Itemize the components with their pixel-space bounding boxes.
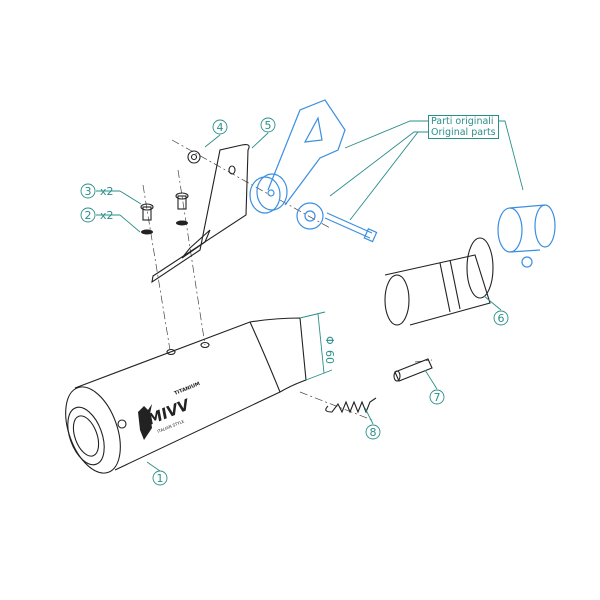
screws [140,192,189,235]
logo-sub: TITANIUM [174,381,202,397]
logo: MIVV TITANIUM ITALIAN STYLE [138,381,201,440]
original-parts-note: Parti originali Original parts [428,115,499,139]
link-pipe [384,237,494,326]
svg-text:5: 5 [265,119,272,132]
bracket [151,144,250,284]
muffler: MIVV TITANIUM ITALIAN STYLE [65,317,307,474]
note-line-italian: Parti originali [431,116,494,127]
dimension-symbol: Φ [323,336,336,345]
callouts: 1 2 x2 3 x2 4 5 6 7 8 [80,117,509,486]
axis-lines [142,139,433,421]
callout-3: 3 x2 [80,183,114,199]
svg-text:3: 3 [85,185,92,198]
diameter-dimension: Φ 60 [299,311,336,381]
callout-1: 1 [152,470,168,486]
callout-7: 7 [429,389,445,405]
svg-text:4: 4 [217,121,224,134]
svg-text:2: 2 [85,209,92,222]
spring [325,397,377,414]
callout-6: 6 [493,310,509,326]
note-line-english: Original parts [431,127,496,138]
original-parts [249,99,556,268]
callout-2: 2 x2 [80,207,114,223]
dimension-value: 60 [323,350,336,364]
callout-5: 5 [260,117,276,133]
callout-2-qty: x2 [100,209,114,222]
svg-text:7: 7 [434,391,441,404]
nut [187,150,201,164]
callout-4: 4 [212,119,228,135]
svg-text:1: 1 [157,472,164,485]
callout-3-qty: x2 [100,185,114,198]
callout-8: 8 [365,424,381,440]
svg-text:8: 8 [370,426,377,439]
sleeve [393,358,433,382]
svg-text:6: 6 [498,312,505,325]
